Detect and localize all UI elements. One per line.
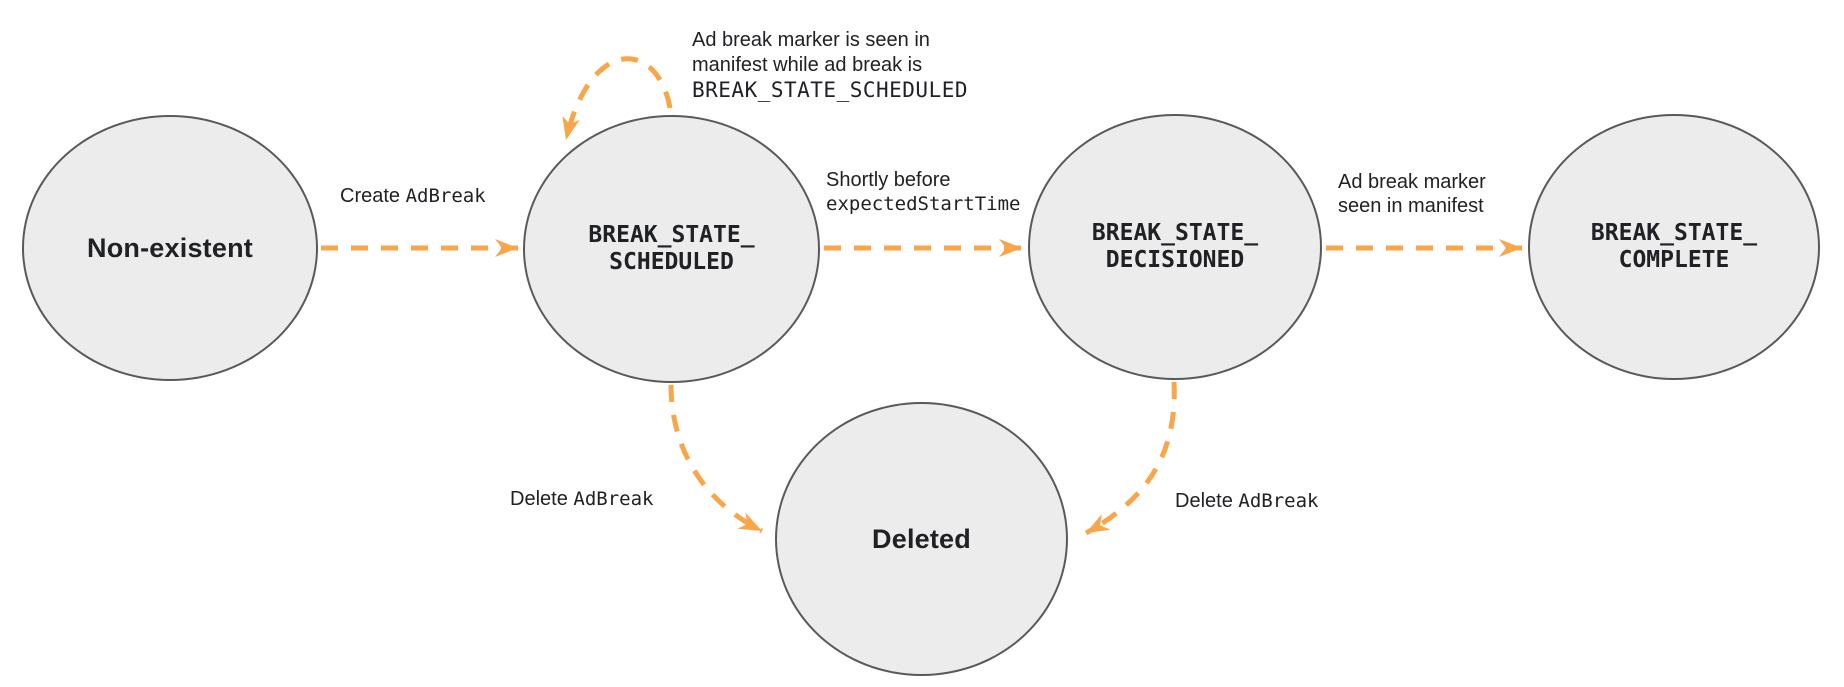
state-label: Non-existent — [87, 232, 253, 263]
state-break-state-complete: BREAK_STATE_ COMPLETE — [1528, 114, 1820, 380]
edge-delete-left — [668, 384, 764, 534]
edge-delete-right — [1084, 381, 1177, 536]
state-non-existent: Non-existent — [22, 115, 318, 381]
edge-self-loop — [562, 56, 673, 141]
state-break-state-decisioned: BREAK_STATE_ DECISIONED — [1028, 114, 1322, 380]
state-label: BREAK_STATE_ SCHEDULED — [588, 222, 755, 275]
state-label: BREAK_STATE_ COMPLETE — [1590, 220, 1758, 273]
edge-label-shortly-before: Shortly before expectedStartTime — [826, 169, 1021, 215]
edge-label-self-loop: Ad break marker is seen in manifest whil… — [692, 29, 969, 102]
edge-label-marker-seen: Ad break marker seen in manifest — [1338, 171, 1486, 217]
edge-label-delete-adbreak-right: Delete AdBreak — [1175, 490, 1319, 512]
state-label: Deleted — [872, 523, 971, 554]
state-label: BREAK_STATE_ DECISIONED — [1091, 220, 1259, 273]
edge-label-delete-adbreak-left: Delete AdBreak — [510, 488, 654, 510]
state-break-state-scheduled: BREAK_STATE_ SCHEDULED — [523, 115, 820, 383]
edge-label-create-adbreak: Create AdBreak — [340, 185, 486, 207]
state-deleted: Deleted — [775, 402, 1068, 676]
